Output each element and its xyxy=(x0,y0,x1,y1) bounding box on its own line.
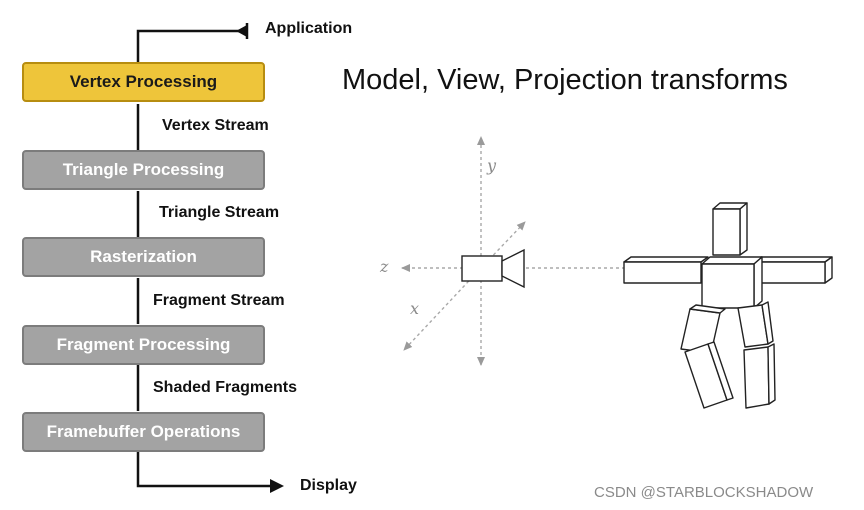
stage-fragment-processing: Fragment Processing xyxy=(22,325,265,365)
stream-label-fragment: Fragment Stream xyxy=(153,292,285,309)
robot-figure-icon xyxy=(623,202,833,409)
camera-icon xyxy=(461,248,525,289)
stream-label-shaded: Shaded Fragments xyxy=(153,379,298,396)
axis-label-x: x xyxy=(410,299,419,318)
stream-label-triangle: Triangle Stream xyxy=(159,204,280,221)
stage-framebuffer-operations: Framebuffer Operations xyxy=(22,412,265,452)
stage-rasterization: Rasterization xyxy=(22,237,265,277)
stream-label-vertex: Vertex Stream xyxy=(162,117,269,134)
stage-triangle-processing: Triangle Processing xyxy=(22,150,265,190)
input-label: Application xyxy=(265,20,353,37)
axis-label-y: y xyxy=(486,156,497,175)
stage-vertex-processing: Vertex Processing xyxy=(22,62,265,102)
camera-axes xyxy=(401,136,625,366)
axis-label-z: z xyxy=(379,257,389,276)
watermark-text: CSDN @STARBLOCKSHADOW xyxy=(594,484,814,501)
figure-title: Model, View, Projection transforms xyxy=(342,64,788,96)
output-label: Display xyxy=(300,477,357,494)
